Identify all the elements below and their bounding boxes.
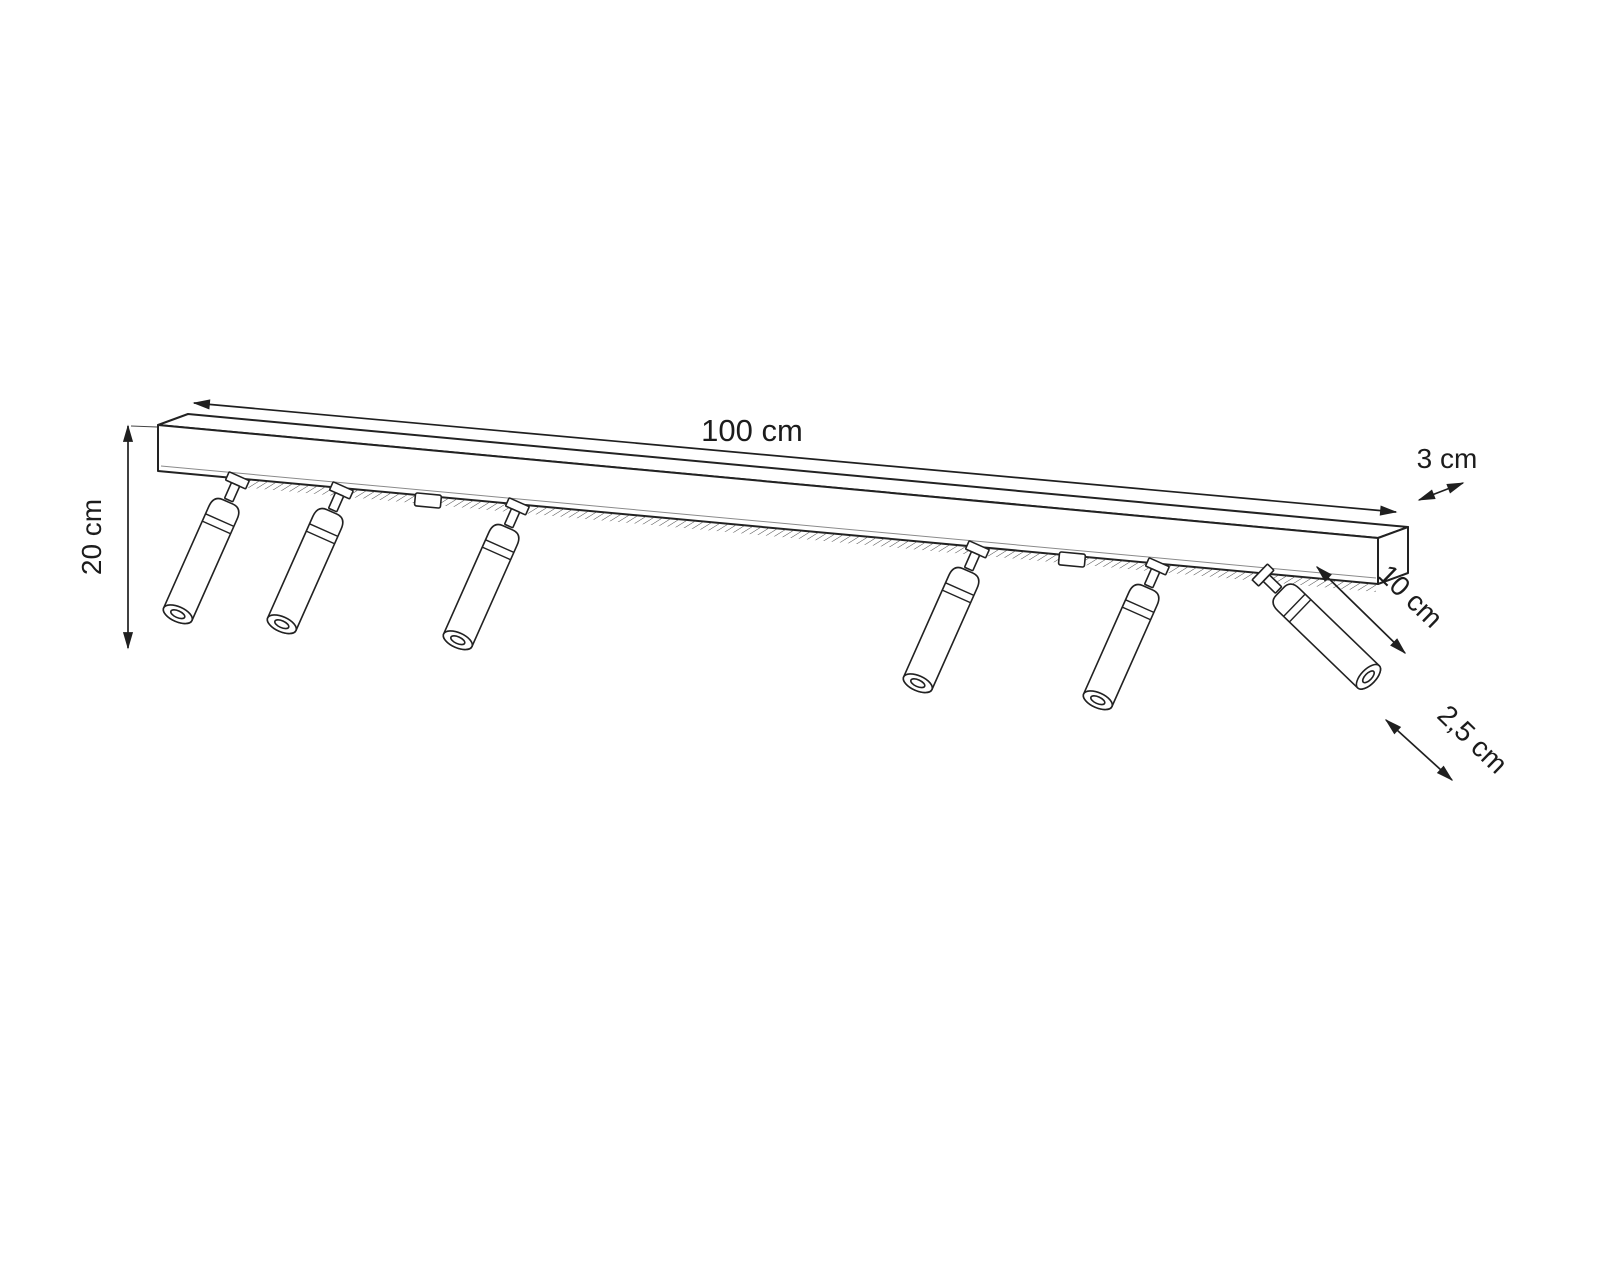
rail-depth-arrow — [1417, 482, 1465, 501]
spot-diameter-arrow — [1384, 719, 1454, 781]
spot-diameter-label: 2,5 cm — [1432, 699, 1514, 780]
spot-length-label: 10 cm — [1372, 559, 1448, 634]
dimension-spot-diameter: 2,5 cm — [1384, 699, 1514, 781]
dimension-fixture-height: 20 cm — [76, 424, 158, 650]
fixture-height-extension-line — [130, 425, 158, 428]
spotlight-1 — [159, 469, 255, 629]
rail-depth-label: 3 cm — [1417, 443, 1478, 474]
spot-length-arrow — [1315, 565, 1407, 655]
dimension-rail-depth: 3 cm — [1417, 443, 1478, 501]
rail-clip-2 — [1057, 551, 1087, 568]
rail-clip-1 — [413, 492, 443, 509]
rail-length-arrow — [192, 399, 1398, 516]
spotlight-4 — [899, 538, 995, 698]
rail-front-face — [157, 424, 1379, 585]
fixture-height-label: 20 cm — [76, 499, 107, 575]
spotlight-5 — [1079, 555, 1175, 715]
dimension-rail-length: 100 cm — [192, 399, 1398, 516]
spotlight-3 — [439, 495, 535, 655]
spotlight-2 — [263, 479, 359, 639]
rail-length-label: 100 cm — [701, 413, 803, 448]
